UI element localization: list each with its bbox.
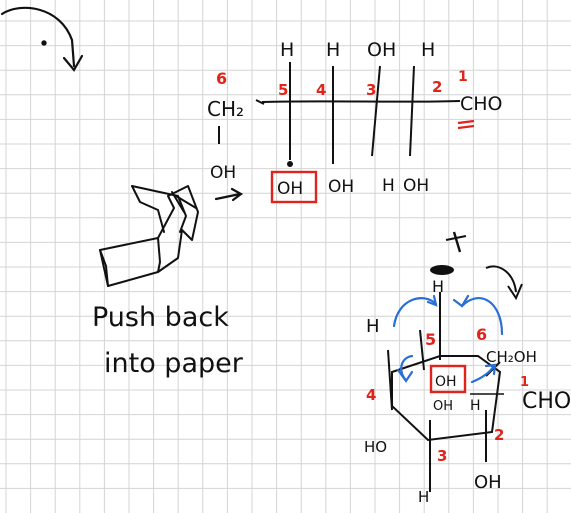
carbon-number-3: 3 bbox=[366, 81, 376, 99]
ring-cho: CHO bbox=[522, 389, 571, 414]
c6-oh: OH bbox=[210, 163, 236, 183]
carbonyl-mark bbox=[457, 119, 475, 130]
carbon-number-4: 4 bbox=[316, 81, 326, 99]
bottom-substituent-c5: OH bbox=[277, 179, 303, 199]
ch2-group: CH₂ bbox=[207, 97, 244, 121]
ring-c2-oh: OH bbox=[474, 472, 502, 493]
carbon-number-6: 6 bbox=[216, 69, 227, 88]
ring-label-c3: 3 bbox=[437, 447, 447, 465]
ring-c4-h: H bbox=[470, 398, 481, 414]
bottom-substituent-c4: OH bbox=[328, 177, 354, 197]
bottom-substituent-c2: OH bbox=[403, 176, 429, 196]
ring-label-c6: 6 bbox=[476, 325, 487, 344]
highlight-box bbox=[270, 170, 318, 204]
note-line-2: into paper bbox=[104, 348, 244, 379]
carbon-number-5: 5 bbox=[278, 81, 288, 99]
ring-boxed-oh: OH bbox=[435, 374, 457, 390]
top-substituent-c5: H bbox=[280, 39, 294, 61]
top-substituent-c2: H bbox=[421, 39, 435, 61]
top-substituent-c3: OH bbox=[367, 39, 396, 61]
fischer-projection: H H OH H OH OH H OH 6 5 4 3 2 1 CH₂ OH C… bbox=[207, 39, 503, 204]
ring-c3-h: H bbox=[418, 488, 429, 506]
eye-icon bbox=[430, 265, 454, 275]
curved-arrow-icon bbox=[0, 6, 84, 72]
ring-top-h: H bbox=[432, 277, 444, 296]
ring-label-c4: 4 bbox=[366, 386, 376, 404]
ring-highlight-box bbox=[429, 364, 467, 394]
top-substituent-c4: H bbox=[326, 39, 340, 61]
ring-c4-oh: OH bbox=[433, 399, 453, 414]
push-hand-icon bbox=[99, 185, 199, 287]
ring-c3-ho: HO bbox=[364, 438, 387, 456]
ring-label-c5: 5 bbox=[425, 330, 436, 349]
instruction-note: Push back into paper bbox=[92, 302, 244, 379]
rotation-arrows bbox=[392, 294, 504, 384]
note-line-1: Push back bbox=[92, 302, 229, 333]
ring-structure: H H 5 6 4 3 2 1 CH₂OH OH OH H HO H OH CH… bbox=[364, 231, 571, 506]
cho-group: CHO bbox=[460, 93, 503, 115]
bottom-substituent-c3: H bbox=[382, 176, 395, 196]
ring-label-c2: 2 bbox=[494, 426, 504, 444]
ring-ch2oh: CH₂OH bbox=[486, 348, 537, 366]
carbon-number-1: 1 bbox=[458, 69, 468, 85]
ring-c5-h: H bbox=[366, 316, 380, 337]
carbon-number-2: 2 bbox=[432, 78, 442, 96]
ring-label-c1: 1 bbox=[520, 375, 529, 390]
